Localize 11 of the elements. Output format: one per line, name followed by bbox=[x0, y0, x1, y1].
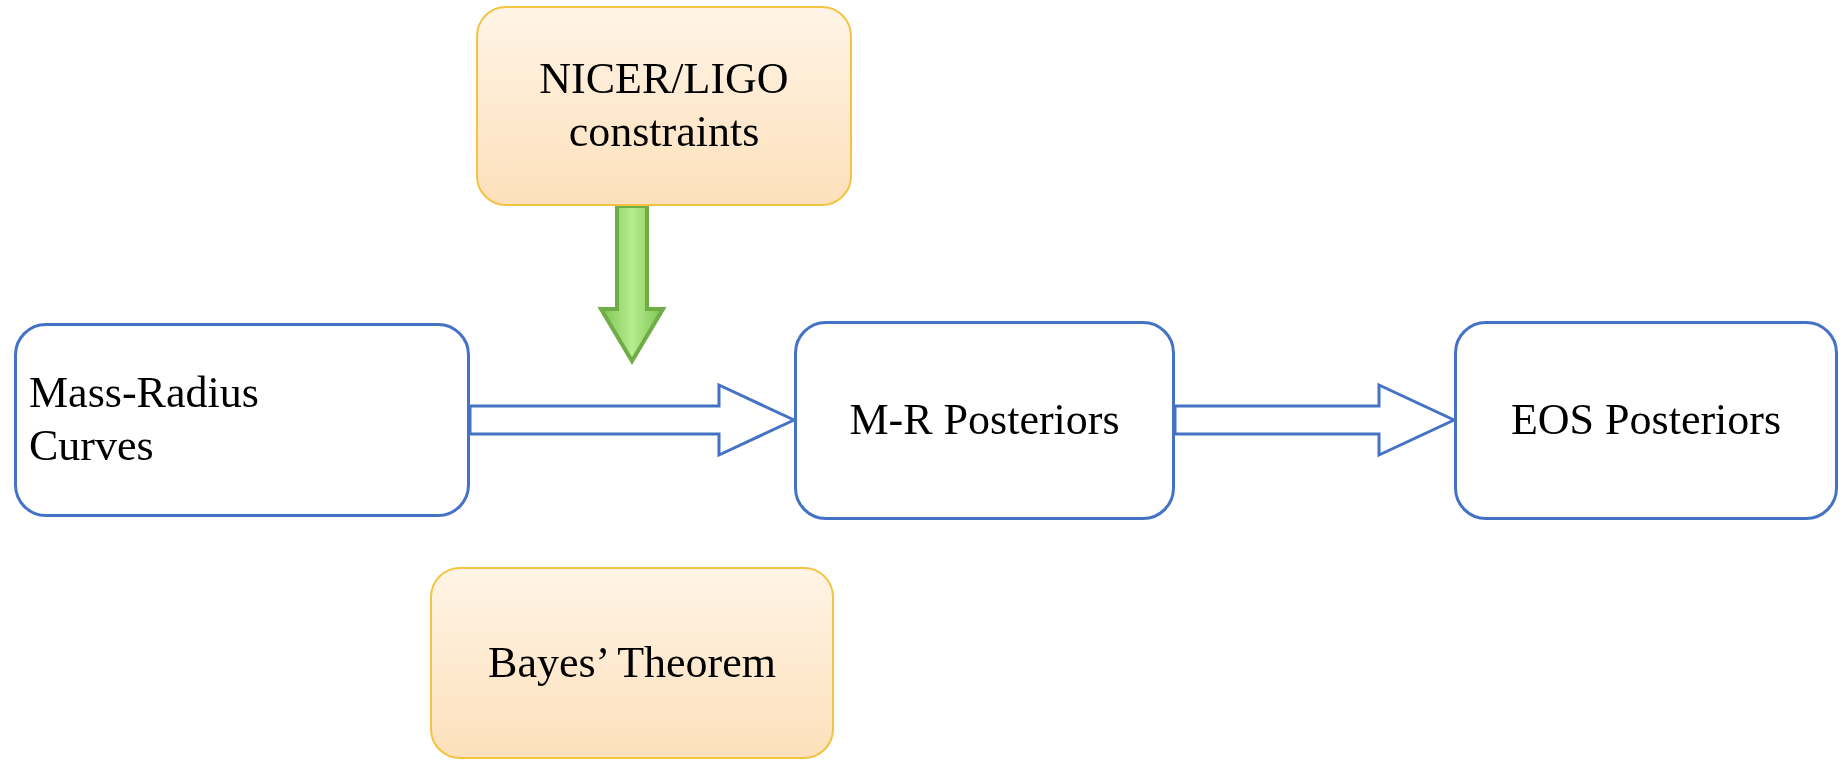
node-label: Mass-Radius Curves bbox=[29, 367, 260, 472]
process-box bbox=[1454, 321, 1838, 520]
input-box bbox=[476, 6, 852, 206]
node-label: Bayes’ Theorem bbox=[488, 636, 776, 689]
process-box bbox=[794, 321, 1175, 520]
node-label: NICER/LIGO constraints bbox=[538, 53, 790, 158]
node-label: M-R Posteriors bbox=[849, 394, 1120, 447]
method-box bbox=[430, 567, 834, 759]
block-arrow bbox=[597, 204, 667, 365]
node-label: EOS Posteriors bbox=[1510, 394, 1782, 447]
process-box bbox=[14, 323, 470, 517]
